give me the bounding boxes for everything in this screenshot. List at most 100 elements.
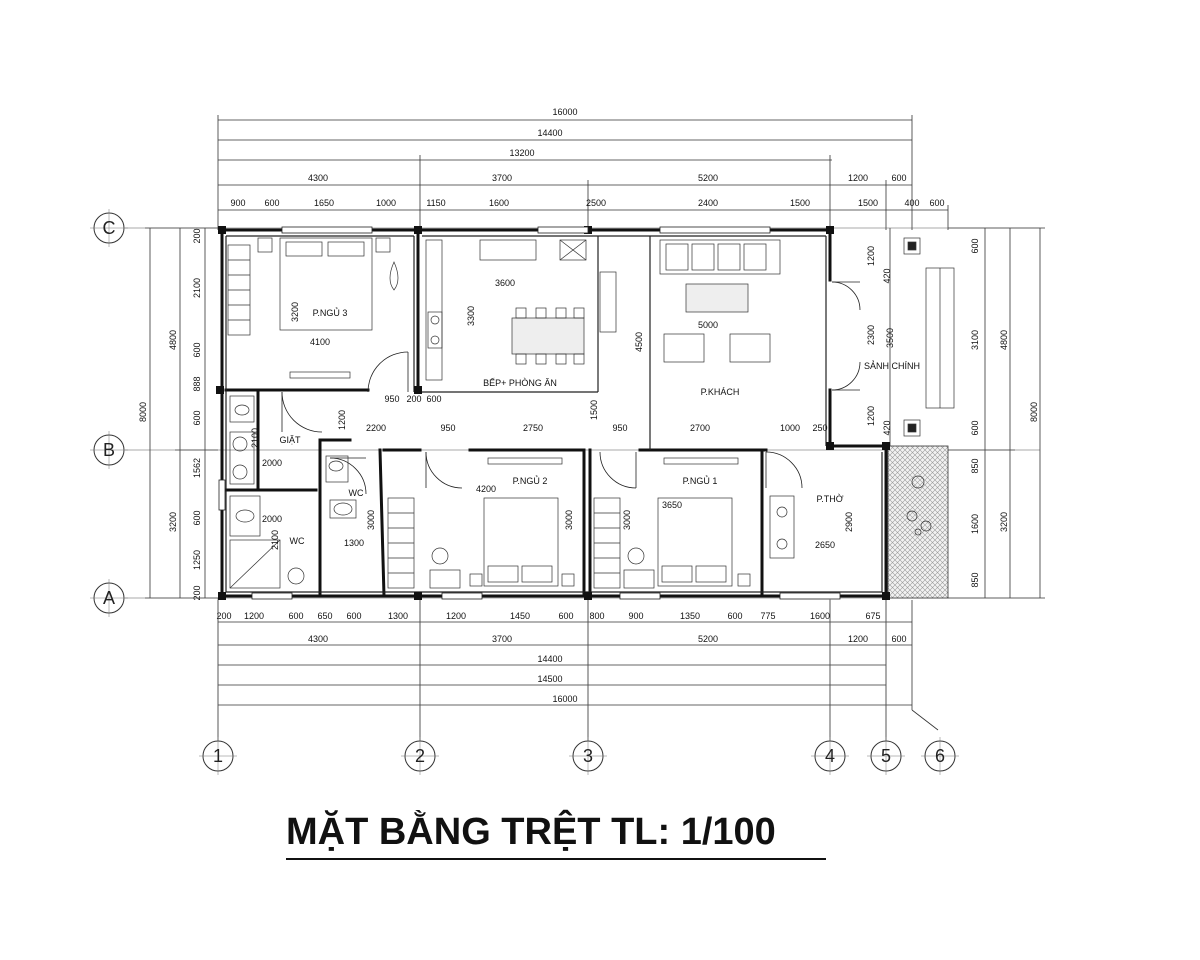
grid-bubble-labels: C B A 1 2 3 4 5 6 bbox=[103, 218, 946, 766]
dim-top-1200: 1200 bbox=[848, 173, 868, 183]
dim-int-3000b: 3000 bbox=[564, 510, 574, 530]
dim-right-8000: 8000 bbox=[1029, 402, 1039, 422]
dim-bot-14400: 14400 bbox=[537, 654, 562, 664]
dim-right-600b: 600 bbox=[970, 420, 980, 435]
dim-left-600: 600 bbox=[192, 342, 202, 357]
grid-label-a: A bbox=[103, 588, 115, 608]
grid-label-c: C bbox=[103, 218, 116, 238]
dim-int-3600: 3600 bbox=[495, 278, 515, 288]
dim-int-200: 200 bbox=[406, 394, 421, 404]
dim-top-600: 600 bbox=[891, 173, 906, 183]
dim-int-2100b: 2100 bbox=[250, 428, 260, 448]
dim-bot-775: 775 bbox=[760, 611, 775, 621]
dim-right-3100: 3100 bbox=[970, 330, 980, 350]
dim-int-4100: 4100 bbox=[310, 337, 330, 347]
dim-right-420: 420 bbox=[882, 268, 892, 283]
dim-int-2650: 2650 bbox=[815, 540, 835, 550]
drawing-title: MẶT BẰNG TRỆT TL: 1/100 bbox=[286, 808, 826, 860]
room-label-lobby: SẢNH CHÍNH bbox=[864, 360, 920, 371]
kitchen-counter bbox=[425, 239, 443, 381]
dim-top-400: 400 bbox=[904, 198, 919, 208]
grid-label-6: 6 bbox=[935, 746, 945, 766]
porch-paving bbox=[887, 445, 949, 599]
dim-left-888: 888 bbox=[192, 376, 202, 391]
dim-bot-600c: 600 bbox=[558, 611, 573, 621]
dimension-text-top: 16000 14400 13200 4300 3700 5200 1200 60… bbox=[230, 107, 944, 208]
dim-left-200: 200 bbox=[192, 228, 202, 243]
room-labels: P.NGỦ 3 BẾP+ PHÒNG ĂN P.KHÁCH SẢNH CHÍNH… bbox=[279, 307, 920, 546]
dim-right-3500: 3500 bbox=[885, 328, 895, 348]
dim-int-2200: 2200 bbox=[366, 423, 386, 433]
dim-top-900: 900 bbox=[230, 198, 245, 208]
dim-int-2000b: 2000 bbox=[262, 514, 282, 524]
dim-int-3300: 3300 bbox=[466, 306, 476, 326]
dim-right-600: 600 bbox=[970, 238, 980, 253]
dim-top-600b: 600 bbox=[264, 198, 279, 208]
dim-left-1250: 1250 bbox=[192, 550, 202, 570]
room-label-wc1: WC bbox=[290, 536, 305, 546]
dim-bot-1200: 1200 bbox=[244, 611, 264, 621]
grid-label-3: 3 bbox=[583, 746, 593, 766]
dim-int-950c: 950 bbox=[612, 423, 627, 433]
dim-int-2100: 2100 bbox=[270, 530, 280, 550]
room-label-kitchen: BẾP+ PHÒNG ĂN bbox=[483, 378, 557, 388]
dimension-text-bottom: 200 1200 600 650 600 1300 1200 1450 600 … bbox=[216, 611, 906, 704]
dimension-text-right: 1200 420 2300 1200 420 3500 600 3100 600… bbox=[866, 238, 1039, 587]
dim-top-1150: 1150 bbox=[426, 198, 445, 208]
dim-right-1200: 1200 bbox=[866, 246, 876, 266]
grid-label-1: 1 bbox=[213, 746, 223, 766]
dim-right-1600: 1600 bbox=[970, 514, 980, 534]
dim-int-3000c: 3000 bbox=[622, 510, 632, 530]
room-label-bedroom1: P.NGỦ 1 bbox=[683, 475, 718, 486]
dim-left-600c: 600 bbox=[192, 510, 202, 525]
dim-top-1500b: 1500 bbox=[858, 198, 878, 208]
bed-bedroom3 bbox=[279, 237, 373, 331]
dim-top-600c: 600 bbox=[929, 198, 944, 208]
doors bbox=[281, 281, 861, 495]
dim-int-3650: 3650 bbox=[662, 500, 682, 510]
dim-int-2000a: 2000 bbox=[262, 458, 282, 468]
dim-bot-650: 650 bbox=[317, 611, 332, 621]
dim-bot-1350: 1350 bbox=[680, 611, 700, 621]
dim-int-1200: 1200 bbox=[337, 410, 347, 430]
dim-bot-3700: 3700 bbox=[492, 634, 512, 644]
dim-int-1300: 1300 bbox=[344, 538, 364, 548]
dim-bot-200: 200 bbox=[216, 611, 231, 621]
grid-label-4: 4 bbox=[825, 746, 835, 766]
dim-top-5200: 5200 bbox=[698, 173, 718, 183]
dim-top-2500: 2500 bbox=[586, 198, 606, 208]
dim-top-3700: 3700 bbox=[492, 173, 512, 183]
dimension-text-left: 200 2100 600 888 600 1562 600 1250 200 4… bbox=[138, 228, 202, 600]
dim-bot-1200b: 1200 bbox=[446, 611, 466, 621]
dim-bot-16000: 16000 bbox=[552, 694, 577, 704]
dim-bot-600: 600 bbox=[288, 611, 303, 621]
coffee-table bbox=[685, 283, 749, 313]
dim-left-4800: 4800 bbox=[168, 330, 178, 350]
dim-right-2300: 2300 bbox=[866, 325, 876, 345]
dim-int-2750: 2750 bbox=[523, 423, 543, 433]
dim-bot-4300: 4300 bbox=[308, 634, 328, 644]
dim-int-1500: 1500 bbox=[589, 400, 599, 420]
dim-bot-5200: 5200 bbox=[698, 634, 718, 644]
dim-right-420b: 420 bbox=[882, 420, 892, 435]
dim-int-5000: 5000 bbox=[698, 320, 718, 330]
dim-top-1650: 1650 bbox=[314, 198, 334, 208]
dim-left-600b: 600 bbox=[192, 410, 202, 425]
dim-bot-800: 800 bbox=[589, 611, 604, 621]
dim-top-14400: 14400 bbox=[537, 128, 562, 138]
dim-top-16000: 16000 bbox=[552, 107, 577, 117]
dim-left-8000: 8000 bbox=[138, 402, 148, 422]
dim-int-4200: 4200 bbox=[476, 484, 496, 494]
dim-bot-900: 900 bbox=[628, 611, 643, 621]
dim-bot-14500: 14500 bbox=[537, 674, 562, 684]
room-label-laundry: GIẶT bbox=[279, 435, 301, 445]
furniture bbox=[227, 237, 955, 589]
dim-int-950b: 950 bbox=[440, 423, 455, 433]
dim-bot-600b: 600 bbox=[346, 611, 361, 621]
dim-top-4300: 4300 bbox=[308, 173, 328, 183]
dim-right-850b: 850 bbox=[970, 572, 980, 587]
room-label-bedroom2: P.NGỦ 2 bbox=[513, 475, 548, 486]
dim-right-4800: 4800 bbox=[999, 330, 1009, 350]
dim-int-950: 950 bbox=[384, 394, 399, 404]
